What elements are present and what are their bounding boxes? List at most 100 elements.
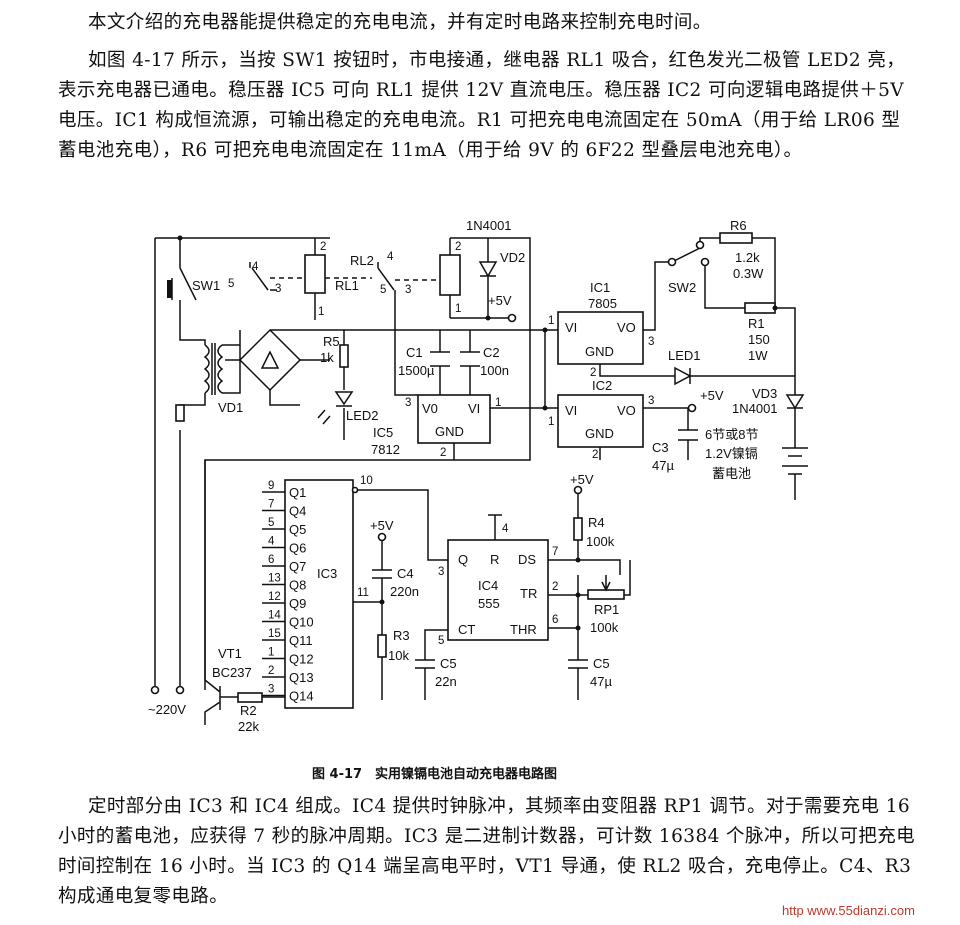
led2-label: LED2 bbox=[346, 408, 379, 423]
pin-label: 2 bbox=[552, 581, 558, 593]
relay-rl1: 2 3 1 4 RL1 bbox=[249, 238, 372, 320]
ic3-q-pin-label: Q6 bbox=[289, 541, 306, 556]
pin-label: 3 bbox=[648, 336, 654, 348]
r2-value: 22k bbox=[238, 719, 259, 734]
mains-terminal-2 bbox=[175, 685, 185, 695]
ic4-ds-pin: DS bbox=[518, 552, 536, 567]
ic3-q-pin-label: Q11 bbox=[289, 633, 313, 648]
c5a-label: C5 bbox=[440, 656, 457, 671]
ic2-label: IC2 bbox=[592, 378, 612, 393]
ic4-label: IC4 bbox=[478, 578, 498, 593]
ic3-q-pin-label: Q4 bbox=[289, 504, 306, 519]
sw1-label: SW1 bbox=[192, 278, 220, 293]
ic3-pin-number: 9 bbox=[268, 480, 274, 492]
ic1-gnd-pin: GND bbox=[585, 344, 614, 359]
ic4-q-pin: Q bbox=[458, 552, 468, 567]
pin-label: 7 bbox=[552, 546, 558, 558]
led1-label: LED1 bbox=[668, 348, 701, 363]
ic4-supply-label: +5V bbox=[570, 472, 594, 487]
pin-label: 1 bbox=[548, 416, 554, 428]
rp1-label: RP1 bbox=[594, 602, 619, 617]
pin-label: 5 bbox=[438, 635, 444, 647]
ic3-q-pin-label: Q1 bbox=[289, 485, 306, 500]
timing-paragraph: 定时部分由 IC3 和 IC4 组成。IC4 提供时钟脉冲，其频率由变阻器 RP… bbox=[58, 796, 916, 907]
rl1-coil bbox=[304, 254, 326, 294]
rl1-label: RL1 bbox=[335, 278, 359, 293]
vd3-part: 1N4001 bbox=[732, 401, 778, 416]
r1-value-1: 150 bbox=[748, 332, 770, 347]
c5b-label: C5 bbox=[593, 656, 610, 671]
c3-value: 47µ bbox=[652, 458, 674, 473]
ic5-label: IC5 bbox=[373, 425, 393, 440]
c4-label: C4 bbox=[397, 566, 414, 581]
ic3-q-pin-label: Q13 bbox=[289, 670, 314, 685]
ic2-vo-pin: VO bbox=[617, 403, 636, 418]
relay-rl2: RL2 4 2 5 3 1 1N4001 VD2 +5V bbox=[204, 218, 531, 690]
ic3-pin-number: 12 bbox=[268, 591, 281, 603]
pin-label: 3 bbox=[275, 283, 281, 295]
mains-label: ~220V bbox=[148, 702, 186, 717]
plus5v-label-rl2: +5V bbox=[488, 293, 512, 308]
r2-label: R2 bbox=[240, 703, 257, 718]
battery-label-1: 6节或8节 bbox=[705, 427, 758, 442]
vt1-part: BC237 bbox=[212, 665, 252, 680]
pin-label: 2 bbox=[592, 449, 598, 461]
c2-value: 100n bbox=[480, 363, 509, 378]
r1-label: R1 bbox=[748, 316, 765, 331]
r6-value-2: 0.3W bbox=[733, 266, 764, 281]
r2-resistor bbox=[237, 692, 263, 703]
ic3-q-pin-label: Q9 bbox=[289, 596, 306, 611]
vd1-label: VD1 bbox=[218, 400, 243, 415]
vd2-part: 1N4001 bbox=[466, 218, 512, 233]
pin-label: 2 bbox=[320, 241, 326, 253]
c4-supply-label: +5V bbox=[370, 518, 394, 533]
c5b-value: 47µ bbox=[590, 674, 612, 689]
r6-value-1: 1.2k bbox=[735, 250, 760, 265]
watermark: http www.55dianzi.com bbox=[782, 903, 915, 918]
r6-label: R6 bbox=[730, 218, 747, 233]
ic1-regulator: VI VO GND IC1 7805 1 3 2 bbox=[545, 261, 675, 379]
ic3-q-pin-label: Q5 bbox=[289, 522, 306, 537]
r4-label: R4 bbox=[588, 515, 605, 530]
ic1-part: 7805 bbox=[588, 296, 617, 311]
pin-label: 3 bbox=[438, 566, 444, 578]
ic1-vo-pin: VO bbox=[617, 320, 636, 335]
rp1-value: 100k bbox=[590, 620, 619, 635]
r1-value-2: 1W bbox=[748, 348, 768, 363]
ic3-pin-number: 2 bbox=[268, 665, 274, 677]
ic2-regulator: VI VO GND IC2 +5V 1 3 2 C3 47µ bbox=[545, 378, 724, 473]
bridge-rectifier: VD1 bbox=[218, 328, 330, 415]
ic4-part: 555 bbox=[478, 596, 500, 611]
rl2-label: RL2 bbox=[350, 253, 374, 268]
ic2-vi-pin: VI bbox=[565, 403, 577, 418]
ic3-pin-number: 14 bbox=[268, 610, 281, 622]
ic2-gnd-pin: GND bbox=[585, 426, 614, 441]
ic4-timer: Q R DS IC4 555 TR CT THR 4 3 5 C5 22n 7 … bbox=[415, 472, 631, 700]
sw1-button bbox=[167, 280, 172, 298]
plus5v-label-ic2: +5V bbox=[700, 388, 724, 403]
ic3-q-pin-label: Q12 bbox=[289, 652, 314, 667]
ic3-pin-number: 4 bbox=[268, 536, 275, 548]
pin-label: 2 bbox=[440, 447, 446, 459]
ic3-q-pin-label: Q7 bbox=[289, 559, 306, 574]
pin-label: 3 bbox=[405, 284, 411, 296]
battery-label-3: 蓄电池 bbox=[712, 466, 751, 481]
pin-label: 4 bbox=[252, 261, 259, 273]
rl2-coil bbox=[439, 254, 461, 296]
pin-label: 11 bbox=[357, 587, 369, 599]
ic3-pin-number: 1 bbox=[268, 647, 274, 659]
pin-label: 1 bbox=[318, 306, 324, 318]
pin-label: 3 bbox=[405, 397, 411, 409]
r3-value: 10k bbox=[388, 648, 409, 663]
pin-label: 2 bbox=[590, 367, 596, 379]
ic3-label: IC3 bbox=[317, 566, 337, 581]
ic4-thr-pin: THR bbox=[510, 622, 537, 637]
ic1-label: IC1 bbox=[590, 280, 610, 295]
ic1-vi-pin: VI bbox=[565, 320, 577, 335]
pin-label: 5 bbox=[228, 278, 234, 290]
pin-label: 4 bbox=[502, 523, 509, 535]
mains-section: SW1 ~220V 5 bbox=[148, 235, 330, 717]
intro-paragraph: 本文介绍的充电器能提供稳定的充电电流，并有定时电路来控制充电时间。 bbox=[88, 12, 712, 33]
